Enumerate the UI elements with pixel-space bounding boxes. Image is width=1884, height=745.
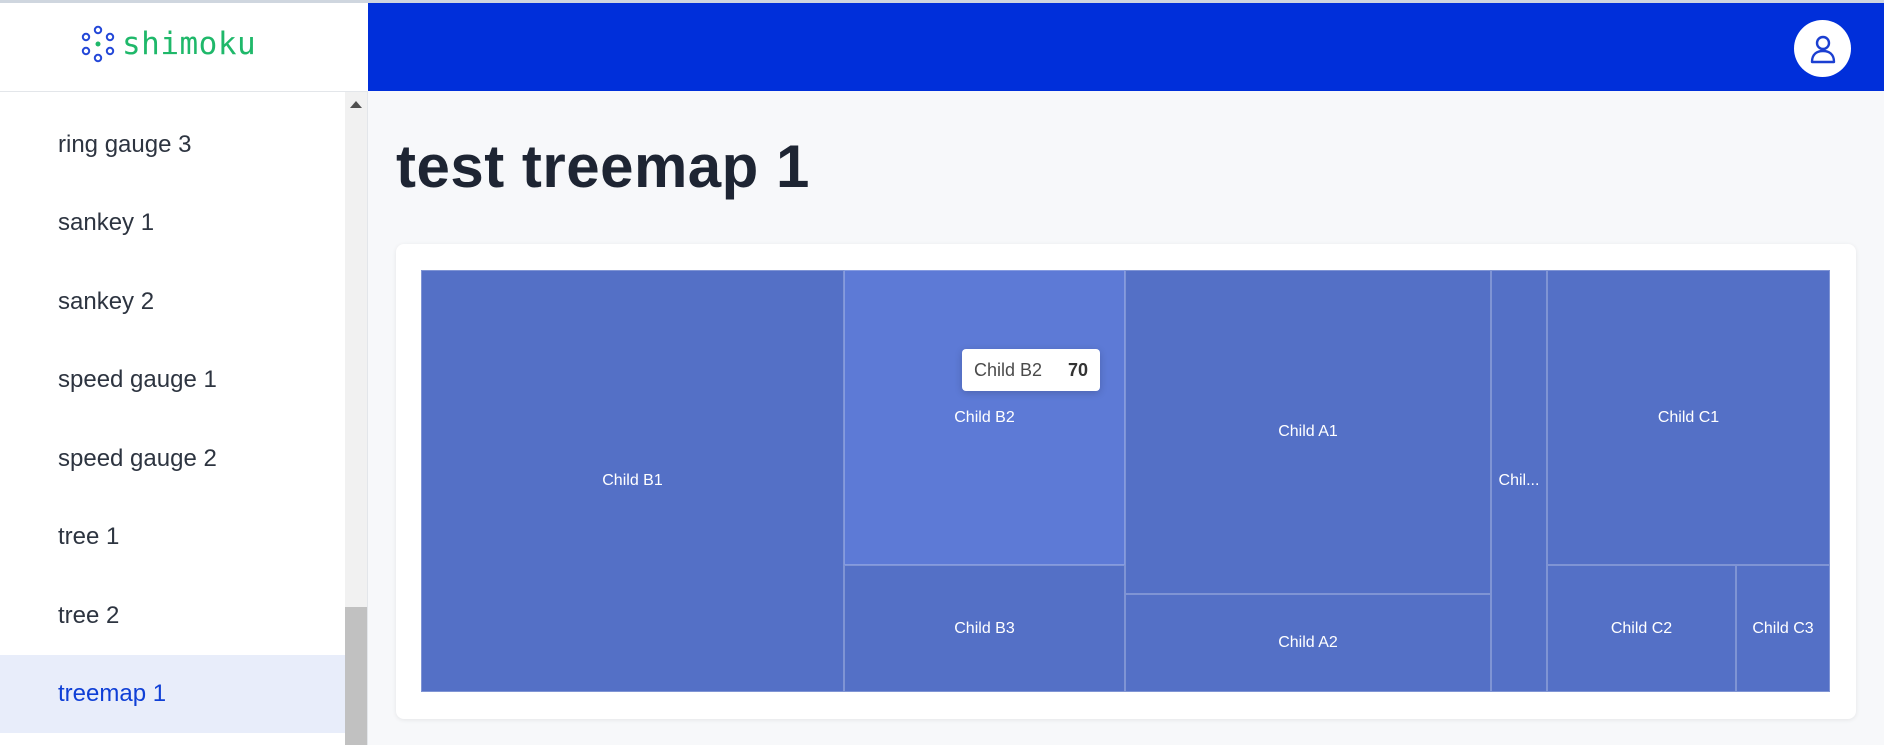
treemap-cell-child-b1[interactable]: Child B1 [421,270,844,692]
tooltip-value: 70 [1068,359,1089,380]
sidebar-item-label: ring gauge 3 [58,131,192,158]
sidebar-item-label: speed gauge 1 [58,366,217,393]
window-top-border [0,0,1884,3]
sidebar-scrollbar[interactable] [345,92,368,745]
sidebar-item-speed-gauge-1[interactable]: speed gauge 1 [0,341,345,419]
tooltip-label: Child B2 [974,359,1043,380]
sidebar-item-ring-gauge-3[interactable]: ring gauge 3 [0,106,345,184]
treemap-cell-child-c1[interactable]: Child C1 [1547,270,1830,565]
treemap-cell-child-d[interactable]: Chil... [1491,270,1547,692]
sidebar-item-label: tree 2 [58,602,120,629]
sidebar-item-tree-2[interactable]: tree 2 [0,577,345,655]
sidebar-item-treemap-1[interactable]: treemap 1 [0,655,345,733]
chart-card: Child B1 Child B2 Child B3 Child A1 Chil… [396,244,1856,719]
sidebar-item-sankey-1[interactable]: sankey 1 [0,184,345,262]
treemap-tooltip: Child B2 70 [962,349,1101,391]
treemap-cell-label: Child A1 [1278,423,1338,440]
page-title: test treemap 1 [396,133,810,200]
scrollbar-thumb[interactable] [345,607,367,745]
treemap-cell-child-c3[interactable]: Child C3 [1736,565,1830,692]
brand-name: shimoku [122,26,257,62]
sidebar-item-speed-gauge-2[interactable]: speed gauge 2 [0,420,345,498]
sidebar-item-label: treemap 1 [58,680,167,707]
sidebar-nav: ring gauge 3 sankey 1 sankey 2 speed gau… [0,92,345,745]
treemap-cell-child-a1[interactable]: Child A1 [1125,270,1491,594]
logo-area: shimoku [0,3,368,92]
top-header-bar [368,3,1884,91]
treemap-cell-label: Chil... [1498,472,1540,489]
treemap-cell-label: Child B1 [602,472,663,489]
sidebar-item-label: tree 1 [58,523,120,550]
sidebar-item-label: sankey 2 [58,288,155,315]
sidebar-item-sankey-2[interactable]: sankey 2 [0,263,345,341]
sidebar-item-label: sankey 1 [58,209,155,236]
treemap-cell-label: Child C2 [1610,619,1673,637]
treemap-cell-child-b3[interactable]: Child B3 [844,565,1125,692]
treemap-chart: Child B1 Child B2 Child B3 Child A1 Chil… [421,270,1830,692]
user-icon [1810,35,1835,63]
treemap-cell-child-b2[interactable]: Child B2 [844,270,1125,565]
treemap-cell-child-a2[interactable]: Child A2 [1125,594,1491,692]
treemap-cell-label: Child C3 [1752,619,1814,637]
scroll-up-arrow-icon[interactable] [350,101,362,108]
sidebar-item-label: speed gauge 2 [58,445,217,472]
treemap-cell-label: Child A2 [1278,634,1338,651]
main-content: test treemap 1 Child B1 Child B2 Child B… [368,92,1884,745]
shimoku-logo[interactable]: shimoku [80,25,256,63]
user-account-button[interactable] [1794,20,1851,77]
treemap-cell-child-c2[interactable]: Child C2 [1547,565,1736,692]
shimoku-logo-icon [81,25,115,63]
sidebar-item-tree-1[interactable]: tree 1 [0,498,345,576]
treemap-cell-label: Child C1 [1657,408,1720,426]
treemap-cell-label: Child B3 [954,619,1015,637]
treemap-cell-label: Child B2 [954,408,1015,426]
